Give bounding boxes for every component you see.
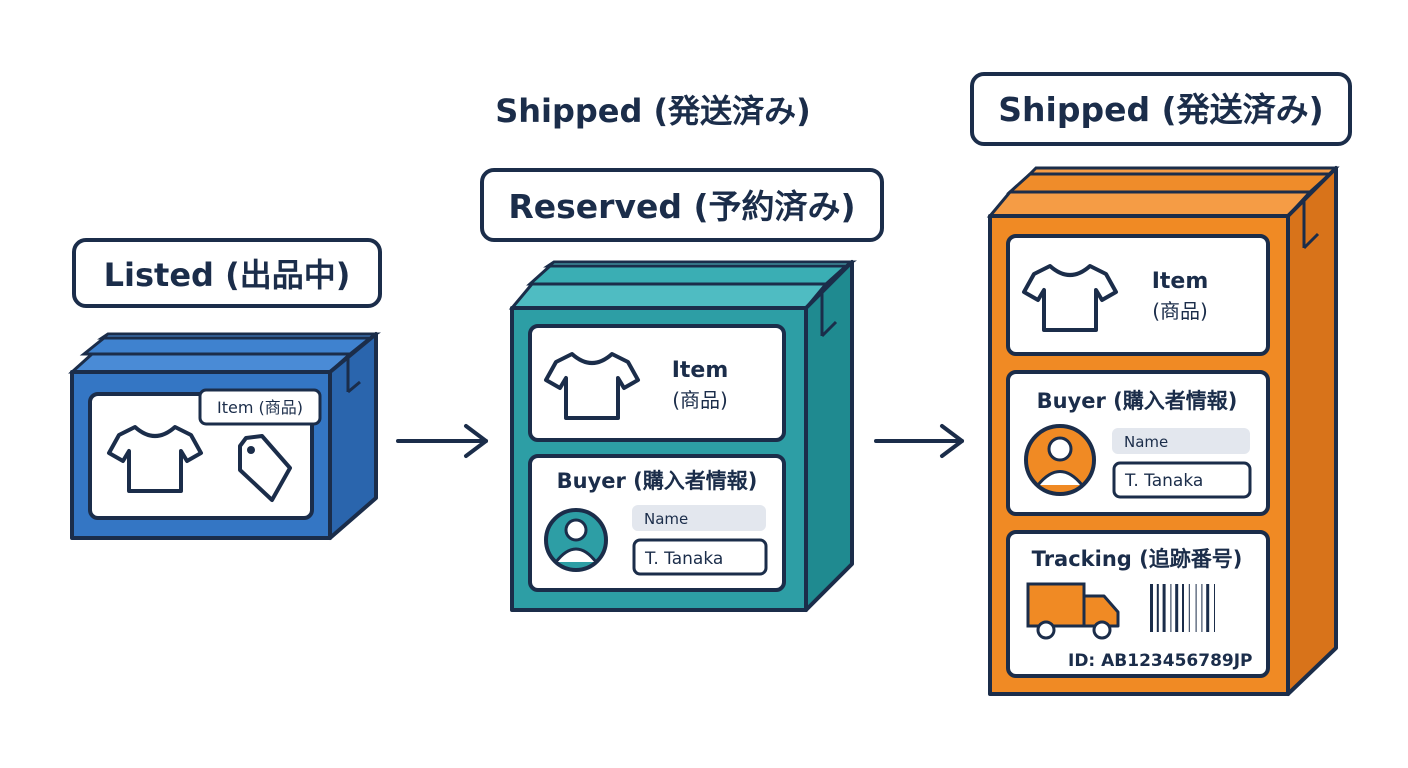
- shipped-tracking-id: ID: AB123456789JP: [1068, 651, 1253, 671]
- arrow-right-icon: [396, 424, 488, 458]
- listed-stage: Listed (出品中) Item (商品): [68, 238, 382, 540]
- shipped-name-label: Name: [1124, 433, 1168, 451]
- reserved-title: Reserved (予約済み): [508, 187, 855, 226]
- shipped-tracking-title: Tracking (追跡番号): [1032, 547, 1243, 571]
- listed-title-box: [72, 238, 382, 308]
- shipped-stage: Shipped (発送済み) Item (商品) Buyer (購入者情報) N…: [970, 72, 1352, 696]
- shipped-name-value-box: [1112, 461, 1252, 499]
- listed-title: Listed (出品中): [104, 256, 351, 294]
- price-tag-icon: [238, 434, 292, 502]
- shipped-box: Item (商品) Buyer (購入者情報) Name T. Tanaka T…: [986, 166, 1340, 696]
- reserved-name-field: [632, 505, 766, 531]
- shipped-name-field: [1112, 428, 1250, 454]
- reserved-title-box: [480, 168, 884, 242]
- listed-item-tag-label: Item (商品): [217, 398, 303, 417]
- arrow-right-icon: [874, 424, 964, 458]
- delivery-truck-icon: [1026, 582, 1120, 640]
- shipped-title-box: [970, 72, 1352, 146]
- reserved-item-sub: (商品): [672, 388, 728, 412]
- shipped-item-sub: (商品): [1152, 299, 1208, 323]
- user-avatar-icon: [544, 508, 608, 572]
- reserved-box: Item (商品) Buyer (購入者情報) Name T. Tanaka: [508, 260, 857, 612]
- reserved-stage: Shipped (発送済み) Reserved (予約済み) Item (商品)…: [480, 92, 884, 612]
- shipped-title: Shipped (発送済み): [998, 90, 1323, 129]
- listed-box: Item (商品): [68, 332, 381, 540]
- reserved-name-value: T. Tanaka: [644, 549, 723, 569]
- shipped-item-label: Item: [1152, 269, 1209, 294]
- reserved-name-label: Name: [644, 510, 688, 528]
- reserved-item-label: Item: [672, 358, 729, 383]
- barcode-icon: [1150, 584, 1215, 632]
- listed-item-tag: [198, 388, 322, 426]
- user-avatar-icon: [1024, 424, 1096, 496]
- shipped-tracking-panel: [1006, 530, 1270, 678]
- reserved-buyer-title: Buyer (購入者情報): [557, 469, 758, 493]
- floating-shipped-title: Shipped (発送済み): [495, 92, 811, 130]
- shipped-buyer-title: Buyer (購入者情報): [1037, 389, 1238, 413]
- shipped-name-value: T. Tanaka: [1124, 471, 1203, 491]
- reserved-name-value-box: [632, 538, 768, 576]
